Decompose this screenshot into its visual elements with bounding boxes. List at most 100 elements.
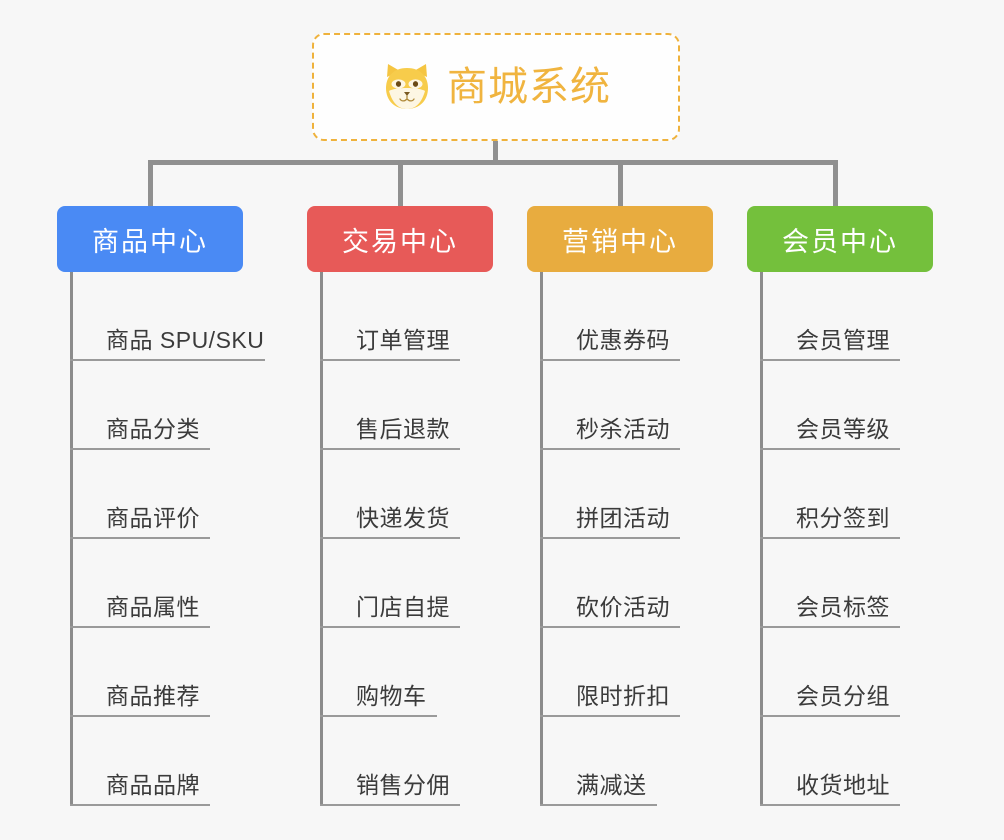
leaf-item-label: 会员等级 bbox=[796, 416, 890, 442]
branch-column-member-center: 会员中心会员管理会员等级积分签到会员标签会员分组收货地址 bbox=[747, 206, 933, 806]
leaf-item[interactable]: 会员分组 bbox=[760, 628, 933, 717]
connector-spine-product-center bbox=[70, 272, 73, 806]
leaf-item-underline bbox=[540, 448, 680, 450]
shiba-dog-face-icon bbox=[381, 61, 433, 113]
leaf-item[interactable]: 积分签到 bbox=[760, 450, 933, 539]
leaf-item-label: 会员分组 bbox=[796, 683, 890, 709]
leaf-item-underline bbox=[540, 626, 680, 628]
leaf-item[interactable]: 购物车 bbox=[320, 628, 493, 717]
category-header-marketing-center[interactable]: 营销中心 bbox=[527, 206, 713, 272]
leaf-item-underline bbox=[540, 715, 680, 717]
leaf-item-label: 拼团活动 bbox=[576, 505, 670, 531]
leaf-item-label: 门店自提 bbox=[356, 594, 450, 620]
leaf-item[interactable]: 快递发货 bbox=[320, 450, 493, 539]
leaf-item-underline bbox=[540, 359, 680, 361]
branch-column-product-center: 商品中心商品 SPU/SKU 商品分类商品评价商品属性商品推荐商品品牌 bbox=[57, 206, 265, 806]
connector-drop-marketing-center bbox=[618, 160, 623, 206]
leaf-list-product-center: 商品 SPU/SKU 商品分类商品评价商品属性商品推荐商品品牌 bbox=[70, 272, 265, 806]
leaf-item-underline bbox=[70, 715, 210, 717]
leaf-list-marketing-center: 优惠券码秒杀活动拼团活动砍价活动限时折扣满减送 bbox=[540, 272, 713, 806]
leaf-item-label: 商品评价 bbox=[106, 505, 200, 531]
leaf-item-label: 满减送 bbox=[576, 772, 647, 798]
leaf-item[interactable]: 商品属性 bbox=[70, 539, 243, 628]
leaf-item-label: 销售分佣 bbox=[356, 772, 450, 798]
leaf-item[interactable]: 优惠券码 bbox=[540, 272, 713, 361]
connector-drop-product-center bbox=[148, 160, 153, 206]
leaf-item[interactable]: 秒杀活动 bbox=[540, 361, 713, 450]
leaf-item-underline bbox=[70, 626, 210, 628]
leaf-item-label: 会员标签 bbox=[796, 594, 890, 620]
connector-horizontal-bus bbox=[148, 160, 838, 165]
connector-drop-member-center bbox=[833, 160, 838, 206]
leaf-item-label: 商品 SPU/SKU bbox=[106, 327, 265, 353]
leaf-item-label: 优惠券码 bbox=[576, 327, 670, 353]
leaf-item-label: 积分签到 bbox=[796, 505, 890, 531]
leaf-item[interactable]: 限时折扣 bbox=[540, 628, 713, 717]
connector-spine-marketing-center bbox=[540, 272, 543, 806]
leaf-item-underline bbox=[760, 537, 900, 539]
leaf-item-underline bbox=[760, 448, 900, 450]
leaf-item-label: 会员管理 bbox=[796, 327, 890, 353]
leaf-item-label: 商品属性 bbox=[106, 594, 200, 620]
leaf-item-underline bbox=[540, 804, 657, 806]
leaf-item[interactable]: 商品品牌 bbox=[70, 717, 243, 806]
leaf-item-underline bbox=[320, 359, 460, 361]
leaf-item-underline bbox=[540, 537, 680, 539]
leaf-item-label: 售后退款 bbox=[356, 416, 450, 442]
leaf-item[interactable]: 售后退款 bbox=[320, 361, 493, 450]
leaf-item[interactable]: 砍价活动 bbox=[540, 539, 713, 628]
leaf-item[interactable]: 商品分类 bbox=[70, 361, 243, 450]
leaf-item[interactable]: 会员标签 bbox=[760, 539, 933, 628]
leaf-item-underline bbox=[70, 448, 210, 450]
leaf-item-underline bbox=[760, 626, 900, 628]
leaf-item-underline bbox=[320, 715, 437, 717]
leaf-item-label: 秒杀活动 bbox=[576, 416, 670, 442]
leaf-item[interactable]: 满减送 bbox=[540, 717, 713, 806]
connector-root-stem bbox=[493, 141, 498, 163]
leaf-item-label: 砍价活动 bbox=[576, 594, 670, 620]
leaf-item[interactable]: 收货地址 bbox=[760, 717, 933, 806]
leaf-item-label: 商品分类 bbox=[106, 416, 200, 442]
leaf-item[interactable]: 门店自提 bbox=[320, 539, 493, 628]
root-node[interactable]: 商城系统 bbox=[312, 33, 680, 141]
category-header-member-center[interactable]: 会员中心 bbox=[747, 206, 933, 272]
leaf-list-trade-center: 订单管理售后退款快递发货门店自提购物车销售分佣 bbox=[320, 272, 493, 806]
leaf-item[interactable]: 商品评价 bbox=[70, 450, 243, 539]
connector-drop-trade-center bbox=[398, 160, 403, 206]
leaf-item-underline bbox=[760, 804, 900, 806]
leaf-item[interactable]: 商品 SPU/SKU bbox=[70, 272, 265, 361]
leaf-item-label: 订单管理 bbox=[356, 327, 450, 353]
branch-column-trade-center: 交易中心订单管理售后退款快递发货门店自提购物车销售分佣 bbox=[307, 206, 493, 806]
leaf-item-underline bbox=[320, 537, 460, 539]
leaf-item-underline bbox=[70, 537, 210, 539]
leaf-item[interactable]: 订单管理 bbox=[320, 272, 493, 361]
leaf-item-label: 收货地址 bbox=[796, 772, 890, 798]
category-header-label: 会员中心 bbox=[782, 226, 898, 257]
branch-column-marketing-center: 营销中心优惠券码秒杀活动拼团活动砍价活动限时折扣满减送 bbox=[527, 206, 713, 806]
leaf-item-underline bbox=[320, 804, 460, 806]
category-header-label: 交易中心 bbox=[342, 226, 458, 257]
leaf-item-underline bbox=[70, 804, 210, 806]
leaf-item-label: 快递发货 bbox=[356, 505, 450, 531]
leaf-item-underline bbox=[320, 626, 460, 628]
leaf-item-label: 购物车 bbox=[356, 683, 427, 709]
leaf-item-underline bbox=[320, 448, 460, 450]
leaf-item-label: 限时折扣 bbox=[576, 683, 670, 709]
leaf-item[interactable]: 会员等级 bbox=[760, 361, 933, 450]
leaf-list-member-center: 会员管理会员等级积分签到会员标签会员分组收货地址 bbox=[760, 272, 933, 806]
leaf-item[interactable]: 会员管理 bbox=[760, 272, 933, 361]
connector-spine-trade-center bbox=[320, 272, 323, 806]
category-header-trade-center[interactable]: 交易中心 bbox=[307, 206, 493, 272]
category-header-product-center[interactable]: 商品中心 bbox=[57, 206, 243, 272]
category-header-label: 商品中心 bbox=[92, 226, 208, 257]
leaf-item-underline bbox=[760, 715, 900, 717]
leaf-item[interactable]: 拼团活动 bbox=[540, 450, 713, 539]
category-header-label: 营销中心 bbox=[562, 226, 678, 257]
leaf-item[interactable]: 商品推荐 bbox=[70, 628, 243, 717]
leaf-item-underline bbox=[70, 359, 265, 361]
connector-spine-member-center bbox=[760, 272, 763, 806]
leaf-item[interactable]: 销售分佣 bbox=[320, 717, 493, 806]
leaf-item-label: 商品推荐 bbox=[106, 683, 200, 709]
leaf-item-label: 商品品牌 bbox=[106, 772, 200, 798]
